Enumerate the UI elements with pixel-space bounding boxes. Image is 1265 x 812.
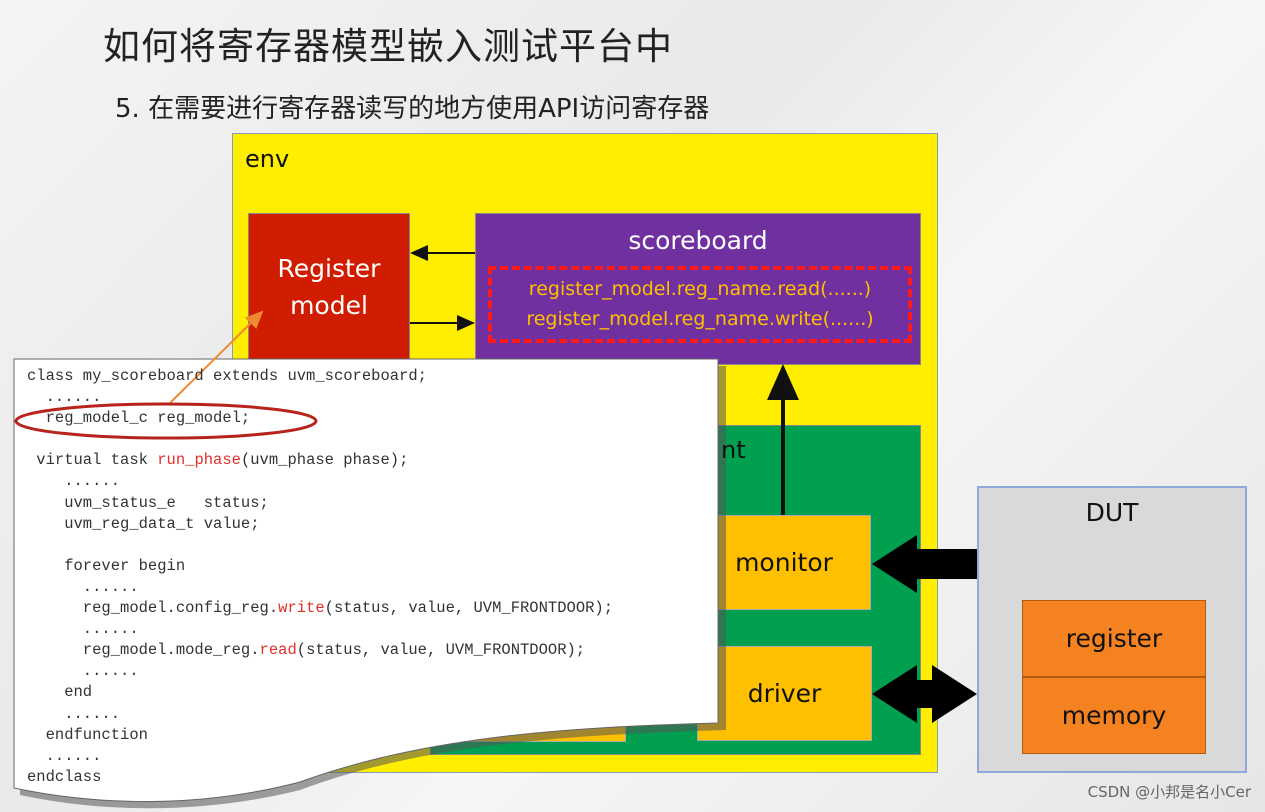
scoreboard-block: scoreboard register_model.reg_name.read(…	[475, 213, 921, 365]
code-highlight-token: run_phase	[157, 451, 241, 470]
code-token: uvm_status_e status;	[27, 493, 269, 512]
scoreboard-label: scoreboard	[628, 226, 768, 255]
code-line: ......	[27, 746, 613, 767]
code-token: (status, value, UVM_FRONTDOOR);	[324, 599, 614, 618]
dut-label: DUT	[1085, 498, 1139, 527]
code-token: ......	[27, 704, 121, 723]
dut-register-label: register	[1065, 624, 1163, 653]
code-line: ......	[27, 387, 613, 408]
code-token: ......	[27, 577, 139, 596]
agent-label: nt	[721, 436, 746, 464]
register-model-label-2: model	[290, 291, 368, 320]
orange-pointer-line	[167, 310, 264, 406]
driver-block: driver	[697, 646, 872, 741]
slide-subtitle: 5. 在需要进行寄存器读写的地方使用API访问寄存器	[115, 94, 710, 124]
dut-block: DUT register memory	[977, 486, 1247, 773]
code-highlight-token: write	[278, 599, 325, 618]
code-token: virtual task	[27, 451, 158, 470]
slide-title: 如何将寄存器模型嵌入测试平台中	[103, 25, 673, 68]
code-line: uvm_reg_data_t value;	[27, 514, 613, 535]
scoreboard-api-highlight: register_model.reg_name.read(......) reg…	[488, 266, 912, 343]
register-model-block: Register model	[248, 213, 410, 361]
code-line	[27, 429, 613, 450]
code-line: reg_model_c reg_model;	[27, 408, 613, 429]
watermark: CSDN @小邦是名小Cer	[1087, 783, 1251, 801]
code-token: end	[27, 683, 93, 702]
code-line: end	[27, 682, 613, 703]
code-line: ......	[27, 661, 613, 682]
code-line: ......	[27, 619, 613, 640]
fat-arrow-dut-to-monitor	[872, 535, 977, 593]
code-highlight-token: read	[259, 641, 297, 660]
code-token: reg_model.config_reg.	[27, 599, 279, 618]
code-line: virtual task run_phase(uvm_phase phase);	[27, 450, 613, 471]
fat-arrow-driver-dut	[872, 665, 977, 723]
reg-model-highlight-ellipse	[14, 402, 318, 440]
code-token: reg_model.mode_reg.	[27, 641, 260, 660]
code-paper	[13, 358, 719, 802]
code-token: ......	[27, 388, 102, 407]
code-token: (uvm_phase phase);	[240, 451, 409, 470]
code-line: forever begin	[27, 556, 613, 577]
code-line: endclass	[27, 767, 613, 788]
driver-label: driver	[747, 679, 822, 708]
dut-memory-label: memory	[1061, 701, 1167, 730]
dut-register-block: register	[1022, 600, 1206, 677]
dut-memory-block: memory	[1022, 677, 1206, 754]
code-token: class my_scoreboard extends uvm_scoreboa…	[27, 367, 427, 385]
code-line: ......	[27, 704, 613, 725]
code-line: class my_scoreboard extends uvm_scoreboa…	[27, 366, 613, 387]
code-token: ......	[27, 620, 139, 639]
code-token: ......	[27, 746, 102, 765]
code-line	[27, 535, 613, 556]
scoreboard-write-call: register_model.reg_name.write(......)	[526, 308, 874, 330]
code-line: reg_model.mode_reg.read(status, value, U…	[27, 640, 613, 661]
scoreboard-read-call: register_model.reg_name.read(......)	[528, 278, 872, 300]
code-line: endfunction	[27, 725, 613, 746]
code-line: ......	[27, 577, 613, 598]
code-token: forever begin	[27, 556, 186, 575]
register-model-label-1: Register	[277, 254, 381, 283]
code-token: endclass	[27, 767, 102, 786]
code-line: uvm_status_e status;	[27, 493, 613, 514]
code-snippet: class my_scoreboard extends uvm_scoreboa…	[27, 366, 613, 788]
code-token: (status, value, UVM_FRONTDOOR);	[296, 641, 586, 660]
code-token: reg_model_c reg_model;	[27, 409, 251, 428]
monitor-label: monitor	[735, 548, 833, 577]
code-token: ......	[27, 662, 139, 681]
code-token: ......	[27, 472, 121, 491]
code-line: reg_model.config_reg.write(status, value…	[27, 598, 613, 619]
code-line: ......	[27, 471, 613, 492]
env-label: env	[245, 145, 290, 173]
code-token: endfunction	[27, 725, 148, 744]
code-token: uvm_reg_data_t value;	[27, 514, 260, 533]
